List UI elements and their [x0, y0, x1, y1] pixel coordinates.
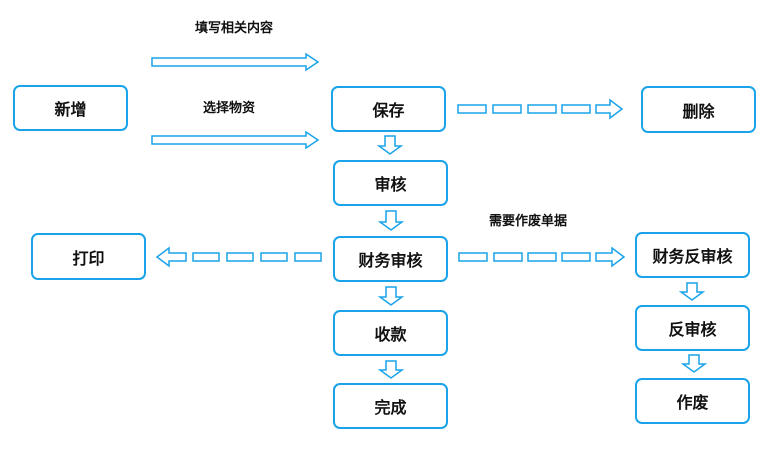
- arrowhead-finance-print: [155, 246, 187, 268]
- node-review: 审核: [333, 160, 448, 206]
- arrow-receive-complete: [377, 360, 405, 379]
- dash-save-delete-1: [492, 104, 522, 114]
- dash-finance-unreview-2: [527, 252, 557, 262]
- arrow-select-goods: [151, 130, 320, 150]
- dash-finance-print-0: [192, 252, 220, 262]
- node-void: 作废: [635, 378, 750, 424]
- dash-finance-unreview-3: [561, 252, 591, 262]
- node-save: 保存: [331, 86, 446, 132]
- node-finance-unreview: 财务反审核: [635, 232, 750, 278]
- dash-finance-print-1: [226, 252, 254, 262]
- arrowhead-save-delete: [595, 98, 624, 120]
- arrow-finance-receive: [377, 286, 405, 306]
- label-void-doc-needed: 需要作废单据: [489, 214, 568, 229]
- dash-finance-print-3: [294, 252, 322, 262]
- arrow-fill-content: [151, 52, 320, 72]
- dash-finance-unreview-1: [493, 252, 523, 262]
- arrow-unreview-void: [680, 354, 708, 373]
- node-delete: 删除: [641, 86, 756, 133]
- label-fill-content: 填写相关内容: [195, 21, 274, 36]
- arrowhead-finance-unreview: [595, 246, 626, 268]
- dash-save-delete-3: [561, 104, 591, 114]
- dash-finance-unreview-0: [458, 252, 488, 262]
- dash-save-delete-2: [527, 104, 557, 114]
- node-print: 打印: [31, 233, 146, 280]
- node-unreview: 反审核: [635, 305, 750, 351]
- arrow-review-finance: [377, 210, 405, 231]
- arrow-save-review: [376, 135, 404, 155]
- node-receive: 收款: [333, 310, 448, 356]
- node-complete: 完成: [333, 383, 448, 429]
- node-finance-review: 财务审核: [333, 236, 448, 282]
- node-add: 新增: [13, 85, 128, 131]
- label-select-goods: 选择物资: [203, 101, 256, 116]
- dash-finance-print-2: [260, 252, 288, 262]
- dash-save-delete-0: [457, 104, 487, 114]
- arrow-finance-unreview-unreview: [678, 282, 706, 301]
